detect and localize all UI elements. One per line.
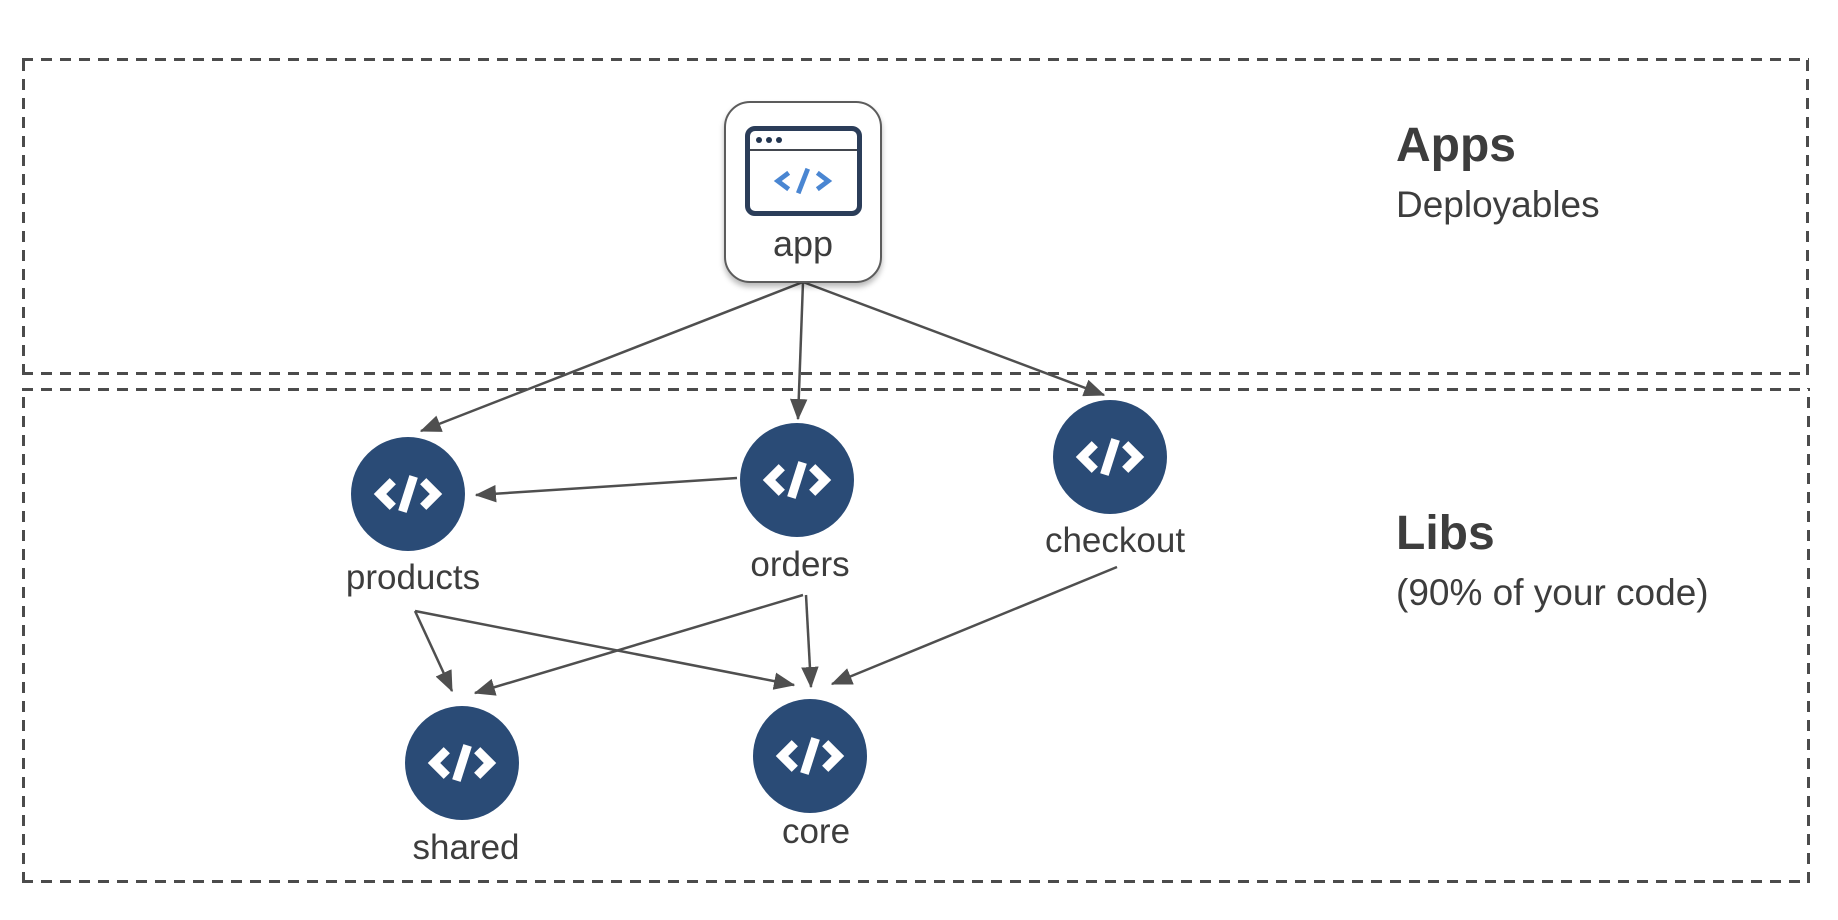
node-checkout-label: checkout xyxy=(1044,521,1186,560)
node-shared-label: shared xyxy=(412,828,520,867)
apps-section-label: Apps Deployables xyxy=(1396,118,1600,226)
code-icon xyxy=(373,475,443,513)
window-dot-icon xyxy=(775,137,782,143)
window-dot-icon xyxy=(765,137,772,143)
apps-section-subtitle: Deployables xyxy=(1396,184,1600,225)
node-products-label: products xyxy=(345,558,481,597)
node-checkout xyxy=(1053,400,1167,514)
libs-section-title: Libs xyxy=(1396,507,1495,560)
libs-zone-box xyxy=(22,388,1810,883)
node-shared xyxy=(405,706,519,820)
browser-window-dots xyxy=(749,131,857,151)
browser-code-icon xyxy=(744,126,862,216)
code-icon xyxy=(762,461,832,499)
node-core-label: core xyxy=(781,812,851,851)
apps-section-title: Apps xyxy=(1396,119,1516,172)
code-icon xyxy=(775,737,845,775)
node-app: app xyxy=(724,101,882,283)
browser-window-body xyxy=(750,151,857,211)
node-products xyxy=(351,437,465,551)
node-orders xyxy=(740,423,854,537)
code-icon xyxy=(427,744,497,782)
libs-section-label: Libs (90% of your code) xyxy=(1396,506,1709,614)
code-icon xyxy=(1075,438,1145,476)
node-core xyxy=(753,699,867,813)
libs-section-subtitle: (90% of your code) xyxy=(1396,572,1709,613)
code-tag-icon xyxy=(773,167,833,195)
window-dot-icon xyxy=(755,137,762,143)
node-orders-label: orders xyxy=(750,545,850,584)
node-app-label: app xyxy=(772,223,834,264)
